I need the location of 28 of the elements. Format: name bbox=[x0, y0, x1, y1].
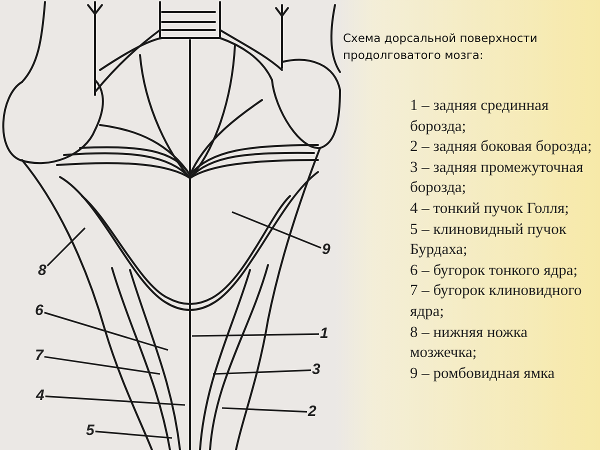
key-entry: 3 – задняя промежуточная борозда; bbox=[410, 158, 584, 198]
callout-number: 2 bbox=[308, 404, 316, 420]
leader-line bbox=[232, 211, 322, 249]
key-entry: 2 – задняя боковая борозда; bbox=[410, 137, 593, 158]
leader-line bbox=[95, 430, 172, 439]
callout-number: 3 bbox=[312, 362, 320, 378]
key-entry: 8 – нижняя ножка мозжечка; bbox=[410, 322, 529, 364]
key-entry: 7 – бугорок клиновидного ядра; bbox=[410, 281, 583, 322]
title: Схема дорсальной поверхности продолговатого мозга: bbox=[343, 30, 538, 64]
leader-line bbox=[192, 333, 320, 337]
key-entry: 6 – бугорок тонкого ядра; bbox=[410, 260, 579, 281]
callout-number: 1 bbox=[320, 326, 328, 342]
callout-number: 5 bbox=[86, 423, 94, 439]
callout-number: 8 bbox=[38, 263, 46, 279]
callout-number: 7 bbox=[35, 348, 44, 364]
callout-number: 9 bbox=[322, 242, 330, 258]
leader-line bbox=[45, 396, 186, 406]
key-entry: 4 – тонкий пучок Голля; bbox=[410, 198, 570, 219]
leader-line bbox=[222, 407, 308, 413]
leader-line bbox=[212, 369, 312, 375]
key-entry: 1 – задняя срединная борозда; bbox=[410, 96, 550, 137]
leader-line bbox=[44, 356, 160, 375]
callout-number: 4 bbox=[36, 388, 44, 404]
leader-line bbox=[44, 312, 168, 351]
key-entry: 9 – ромбовидная ямка bbox=[410, 364, 556, 384]
key-entry: 5 – клиновидный пучок Бурдаха; bbox=[410, 220, 568, 260]
callout-number: 6 bbox=[35, 303, 44, 319]
leader-line bbox=[46, 227, 86, 266]
